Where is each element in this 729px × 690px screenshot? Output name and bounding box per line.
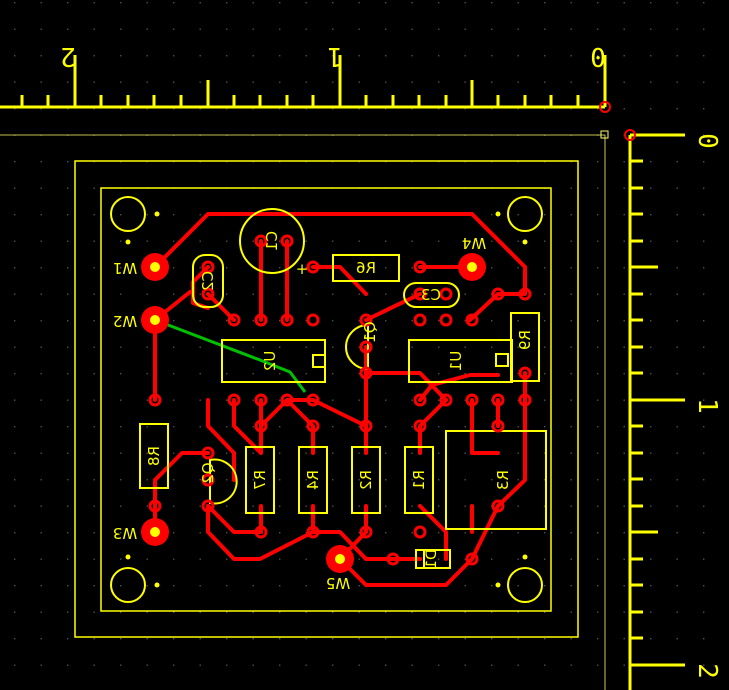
wire-pad-w3	[141, 518, 169, 546]
label-c2[interactable]: C2	[199, 271, 217, 291]
label-u2[interactable]: U2	[261, 351, 279, 372]
top-ruler-label-1: 1	[327, 41, 343, 71]
wire-pads[interactable]	[141, 253, 486, 573]
label-w2[interactable]: W2	[113, 312, 137, 330]
wire-pad-w2	[141, 306, 169, 334]
copper-traces	[153, 212, 527, 587]
component-labels: C1 C2 C3 R6 Q1 U2 U1 R9 R8 Q2 R7 R4 R2 R…	[113, 231, 534, 592]
wire-pad-w4	[458, 253, 486, 281]
crosshair-origin-box	[600, 130, 609, 139]
top-ruler-label-2: 2	[60, 41, 76, 71]
board-outline-outer	[74, 160, 579, 638]
label-w1[interactable]: W1	[113, 259, 137, 277]
right-ruler-origin-marker	[624, 129, 636, 141]
right-ruler	[628, 133, 685, 690]
label-w4[interactable]: W4	[462, 234, 486, 252]
label-w3[interactable]: W3	[113, 524, 137, 542]
top-ruler-label-0: 0	[590, 41, 606, 71]
right-ruler-label-1: 1	[692, 398, 722, 414]
board-outline-inner	[100, 187, 552, 612]
right-ruler-label-0: 0	[692, 133, 722, 149]
top-ruler	[0, 55, 607, 109]
label-r7[interactable]: R7	[251, 470, 269, 490]
top-ruler-origin-marker	[599, 101, 611, 113]
label-r1[interactable]: R1	[410, 470, 428, 490]
label-r3[interactable]: R3	[494, 470, 512, 490]
label-c3[interactable]: C3	[421, 286, 441, 304]
label-d1[interactable]: D1	[424, 549, 440, 569]
label-u1[interactable]: U1	[447, 351, 465, 372]
label-r6[interactable]: R6	[356, 259, 376, 277]
label-w5[interactable]: W5	[326, 574, 350, 592]
wire-pad-w1	[141, 253, 169, 281]
label-q2[interactable]: Q2	[199, 462, 217, 483]
wire-pad-w5	[326, 545, 354, 573]
label-c1[interactable]: C1	[263, 231, 281, 251]
label-r4[interactable]: R4	[304, 470, 322, 490]
label-q1[interactable]: Q1	[361, 321, 379, 342]
label-r9[interactable]: R9	[516, 330, 534, 350]
label-r2[interactable]: R2	[357, 470, 375, 490]
label-r8[interactable]: R8	[145, 446, 163, 466]
right-ruler-label-2: 2	[692, 663, 722, 679]
mounting-hole-dots	[125, 211, 528, 588]
c1-polarity-mark: +	[296, 260, 309, 278]
pads[interactable]	[148, 234, 532, 566]
